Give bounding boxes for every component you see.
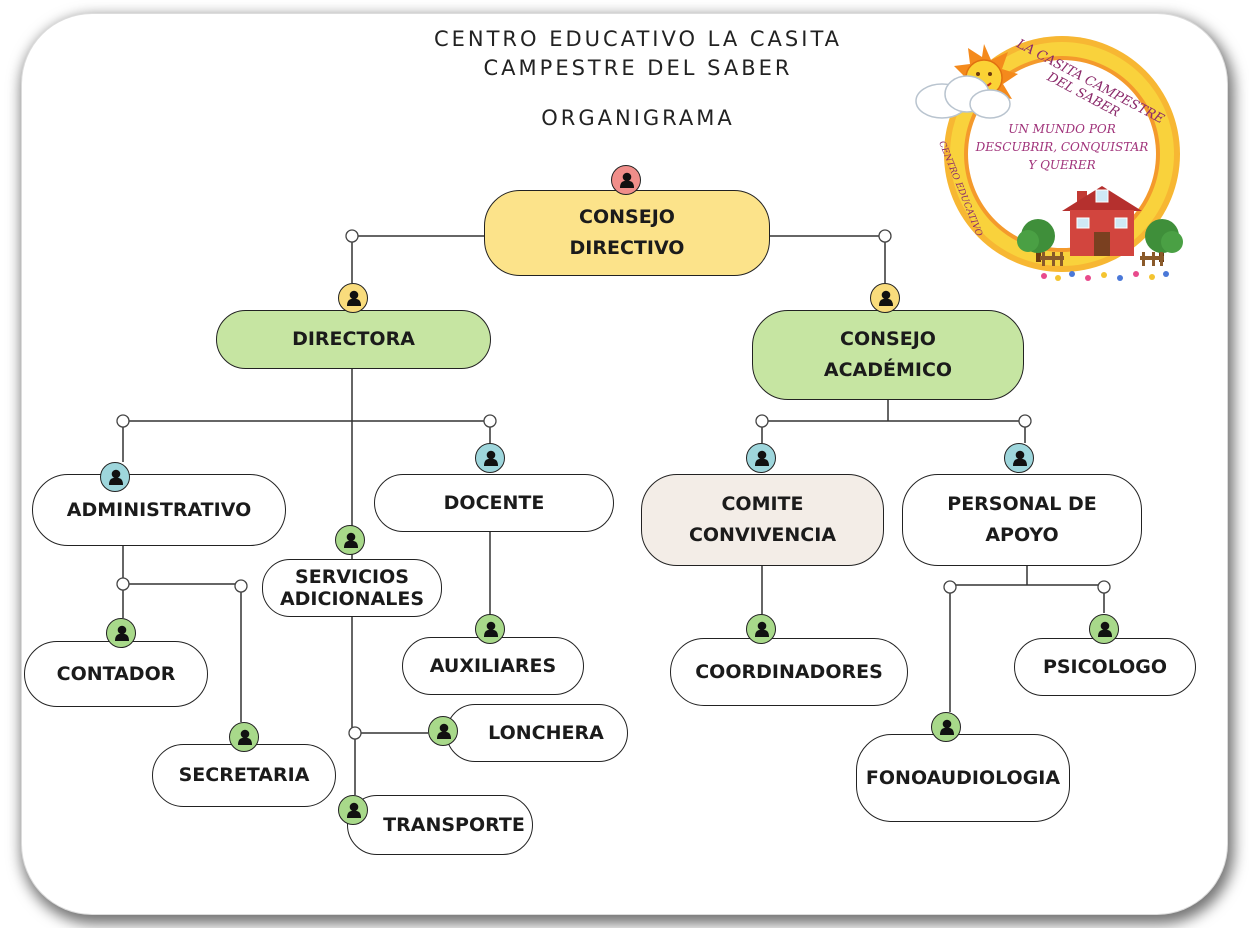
person-icon <box>100 462 130 492</box>
person-icon <box>870 283 900 313</box>
node-coordinadores: COORDINADORES <box>670 638 908 706</box>
person-icon <box>1004 443 1034 473</box>
node-consejo-directivo: CONSEJO DIRECTIVO <box>484 190 770 276</box>
person-icon <box>229 722 259 752</box>
node-transporte: TRANSPORTE <box>347 795 533 855</box>
person-icon <box>338 283 368 313</box>
title-line-1: CENTRO EDUCATIVO LA CASITA <box>433 27 843 51</box>
person-icon <box>475 443 505 473</box>
person-icon <box>338 795 368 825</box>
logo-slogan-2: DESCUBRIR, CONQUISTAR <box>975 140 1149 154</box>
subtitle: ORGANIGRAMA <box>541 106 735 130</box>
node-fonoaudiologia: FONOAUDIOLOGIA <box>856 734 1070 822</box>
person-icon <box>1089 614 1119 644</box>
person-icon <box>106 618 136 648</box>
logo-slogan-3: Y QUERER <box>1028 158 1096 172</box>
node-secretaria: SECRETARIA <box>152 744 336 807</box>
node-consejo-academico: CONSEJO ACADÉMICO <box>752 310 1024 400</box>
node-personal-apoyo: PERSONAL DE APOYO <box>902 474 1142 566</box>
person-icon <box>931 712 961 742</box>
person-icon <box>746 614 776 644</box>
node-directora: DIRECTORA <box>216 310 491 369</box>
logo-slogan-1: UN MUNDO POR <box>1008 122 1116 136</box>
person-icon <box>335 525 365 555</box>
logo-graphic <box>915 36 1183 281</box>
node-psicologo: PSICOLOGO <box>1014 638 1196 696</box>
person-icon <box>475 614 505 644</box>
node-contador: CONTADOR <box>24 641 208 707</box>
node-lonchera: LONCHERA <box>446 704 628 762</box>
node-servicios-adicionales: SERVICIOS ADICIONALES <box>262 559 442 617</box>
node-administrativo: ADMINISTRATIVO <box>32 474 286 546</box>
node-auxiliares: AUXILIARES <box>402 637 584 695</box>
node-comite-convivencia: COMITE CONVIVENCIA <box>641 474 884 566</box>
person-icon <box>746 443 776 473</box>
school-logo: LA CASITA CAMPESTRE DEL SABER CENTRO EDU… <box>912 26 1192 296</box>
person-icon <box>428 716 458 746</box>
title-line-2: CAMPESTRE DEL SABER <box>483 56 793 80</box>
node-docente: DOCENTE <box>374 474 614 532</box>
person-icon <box>611 165 641 195</box>
